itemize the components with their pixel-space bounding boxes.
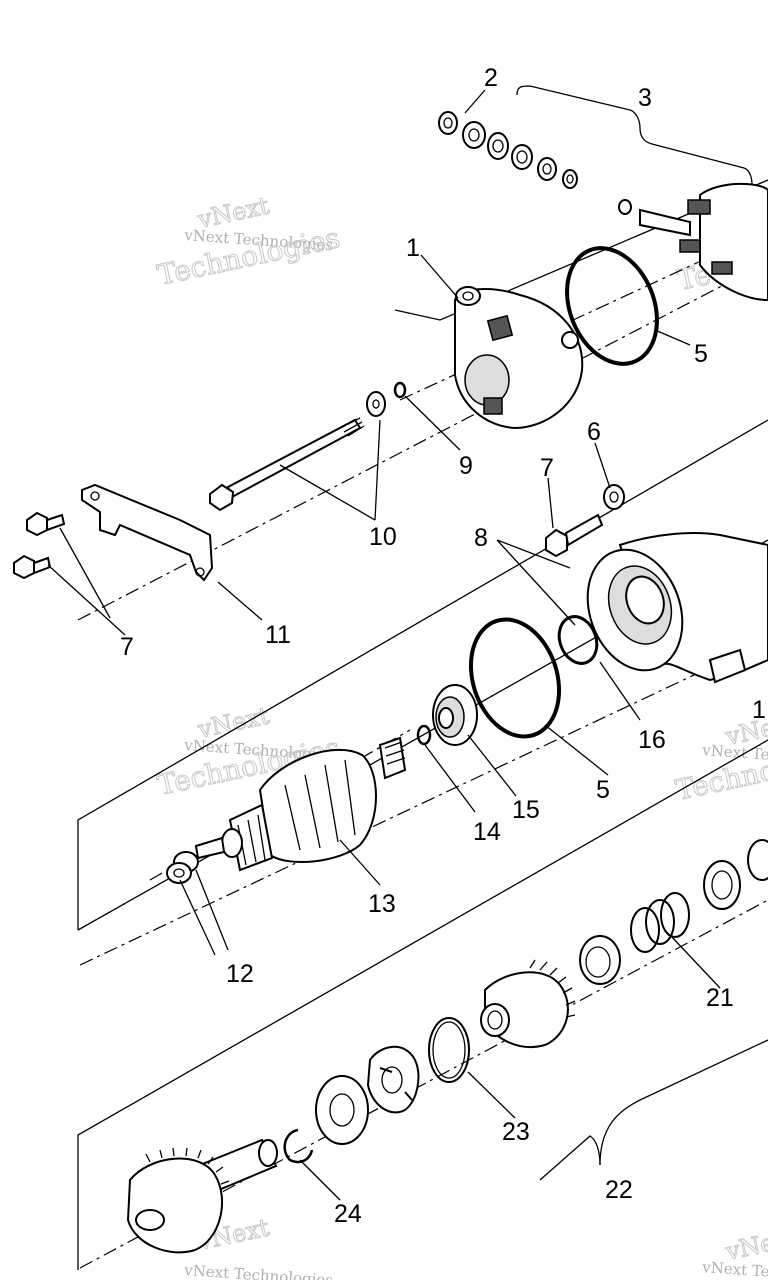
- washers-part-12: [166, 851, 199, 884]
- callout-12: 12: [226, 960, 254, 988]
- svg-text:vNext Technologies: vNext Technologies: [183, 1261, 334, 1280]
- callout-13: 13: [368, 890, 396, 918]
- circlip-part-14: [416, 724, 432, 746]
- watermark-bottom-right: vNext vNext Technologies: [701, 1223, 768, 1280]
- callout-11: 11: [265, 621, 291, 649]
- small-o-ring-part-9: [393, 381, 407, 399]
- callout-22: 22: [605, 1176, 633, 1204]
- o-ring-part-5-top: [565, 246, 659, 366]
- leader-lines: [47, 85, 768, 1201]
- callout-3: 3: [638, 84, 652, 112]
- callout-7-left: 7: [120, 633, 134, 661]
- callout-1: 1: [406, 234, 420, 262]
- callout-5-top: 5: [694, 340, 708, 368]
- watermark-top-left: vNext vNext Technologies Technologies: [154, 191, 343, 292]
- through-bolt-part-10: [209, 391, 386, 512]
- o-ring-part-16: [557, 615, 599, 665]
- bracket-part-11: [81, 483, 214, 582]
- callout-24: 24: [334, 1200, 362, 1228]
- callout-23: 23: [502, 1118, 530, 1146]
- callout-2: 2: [484, 64, 498, 92]
- svg-text:vNext Technologies: vNext Technologies: [701, 1258, 768, 1280]
- callout-16: 16: [638, 726, 666, 754]
- callout-10: 10: [369, 523, 397, 551]
- motor-housing-part-17: [586, 532, 768, 684]
- callout-21: 21: [706, 984, 734, 1012]
- bearing-part-15: [432, 684, 478, 746]
- callout-17: 1: [752, 696, 766, 724]
- callout-5-middle: 5: [596, 776, 610, 804]
- pinion-gear-shaft: [126, 1138, 278, 1254]
- clutch-assembly-part-22: [283, 959, 576, 1164]
- callout-9: 9: [459, 452, 473, 480]
- bolt-part-7-right: [545, 484, 625, 558]
- callout-8: 8: [474, 524, 488, 552]
- o-ring-part-5-middle: [468, 617, 562, 739]
- bolts-part-7-left: [13, 511, 66, 580]
- washer-stack-part-2: [438, 111, 578, 189]
- callout-labels: 2 3 1 5 9 6 7 8 10 11 7 16 1 5 15 14 13 …: [120, 64, 766, 1228]
- armature-part-13: [194, 736, 407, 872]
- callout-7-right: 7: [540, 454, 554, 482]
- callout-6: 6: [587, 418, 601, 446]
- end-cover-part-1: [454, 286, 584, 430]
- spring-part-21: [579, 839, 768, 985]
- callout-15: 15: [512, 796, 540, 824]
- callout-14: 14: [473, 818, 501, 846]
